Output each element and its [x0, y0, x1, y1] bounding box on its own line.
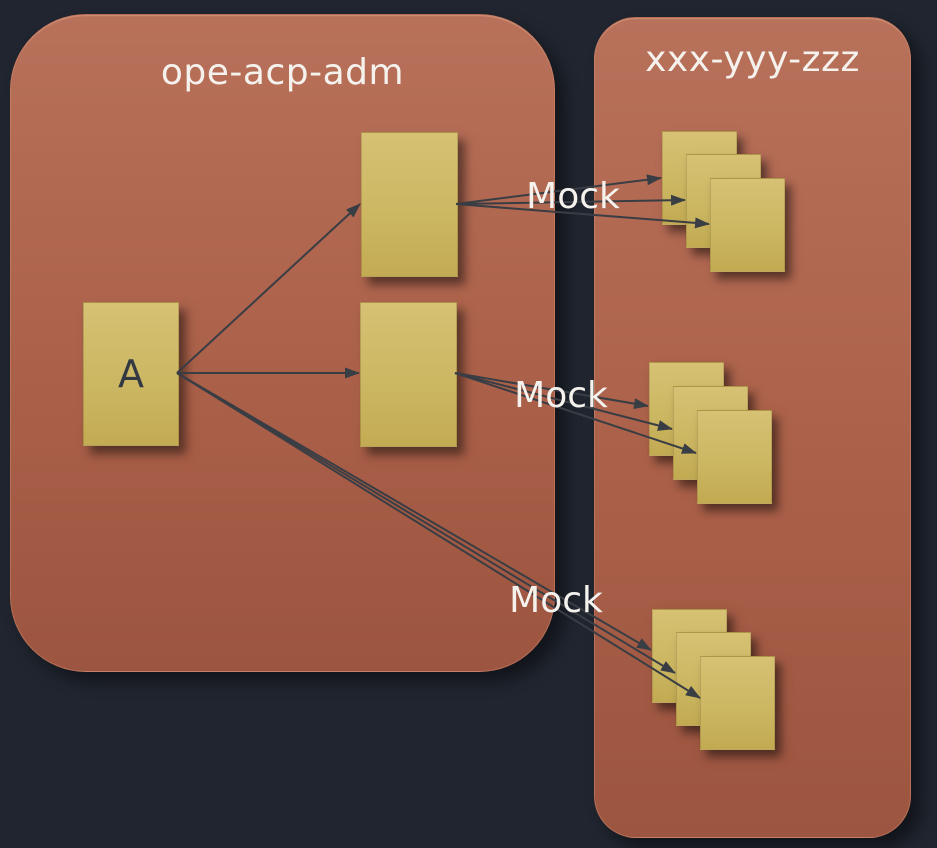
node-unlabeled-middle [360, 302, 457, 447]
edge-label-mock-top: Mock [526, 176, 620, 217]
paper-stack2-sheet3 [697, 410, 772, 504]
group-title-left: ope-acp-adm [160, 52, 405, 93]
paper-stack1-sheet3 [710, 178, 785, 272]
node-a: A [83, 302, 179, 446]
paper-stack3-sheet3 [700, 656, 775, 750]
node-a-label: A [118, 352, 144, 396]
node-unlabeled-top [361, 132, 458, 277]
edge-label-mock-bottom: Mock [509, 580, 603, 621]
edge-label-mock-middle: Mock [514, 375, 608, 416]
group-title-right: xxx-yyy-zzz [645, 39, 860, 80]
